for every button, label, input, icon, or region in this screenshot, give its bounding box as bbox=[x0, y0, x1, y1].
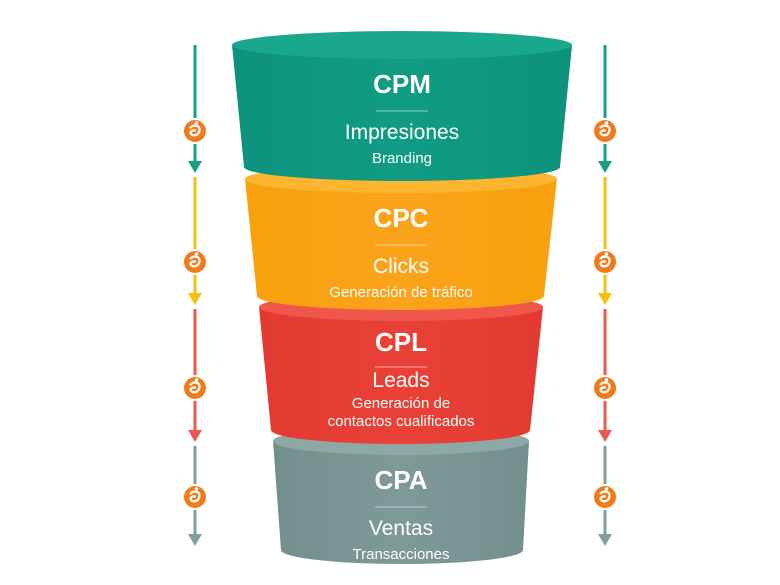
arrow-head-icon bbox=[188, 430, 202, 442]
orange-logo-icon bbox=[592, 375, 618, 401]
stage-subtitle-cpl: Generación de bbox=[352, 395, 450, 412]
orange-logo-icon bbox=[592, 484, 618, 510]
arrow-head-icon bbox=[188, 534, 202, 546]
stage-subtitle-cpc: Generación de tráfico bbox=[329, 284, 472, 301]
stage-abbr-cpa: CPA bbox=[375, 465, 428, 495]
stage-subtitle-cpa: Transacciones bbox=[353, 546, 450, 563]
funnel-segment-cpa bbox=[273, 441, 529, 564]
stage-subtitle-cpm: Branding bbox=[372, 150, 432, 167]
arrow-head-icon bbox=[598, 430, 612, 442]
funnel-segment-cpm bbox=[232, 45, 572, 181]
arrow-head-icon bbox=[188, 161, 202, 173]
orange-logo-icon bbox=[182, 484, 208, 510]
side-arrows-right bbox=[592, 45, 618, 546]
arrow-head-icon bbox=[598, 161, 612, 173]
stage-abbr-cpc: CPC bbox=[374, 203, 429, 233]
stage-title-cpc: Clicks bbox=[373, 255, 429, 278]
arrow-head-icon bbox=[598, 293, 612, 305]
arrow-head-icon bbox=[188, 293, 202, 305]
funnel-segment-cpl bbox=[259, 307, 543, 444]
arrow-head-icon bbox=[598, 534, 612, 546]
orange-logo-icon bbox=[182, 375, 208, 401]
orange-logo-icon bbox=[592, 118, 618, 144]
stage-subtitle-cpl: contactos cualificados bbox=[328, 413, 475, 430]
stage-title-cpl: Leads bbox=[372, 369, 429, 392]
stage-abbr-cpl: CPL bbox=[375, 327, 427, 357]
stage-title-cpm: Impresiones bbox=[345, 121, 459, 144]
stage-title-cpa: Ventas bbox=[369, 517, 433, 540]
orange-logo-icon bbox=[592, 249, 618, 275]
orange-logo-icon bbox=[182, 249, 208, 275]
side-arrows-left bbox=[182, 45, 208, 546]
stage-abbr-cpm: CPM bbox=[373, 69, 431, 99]
funnel-segment-top-cpm bbox=[232, 31, 572, 59]
orange-logo-icon bbox=[182, 118, 208, 144]
